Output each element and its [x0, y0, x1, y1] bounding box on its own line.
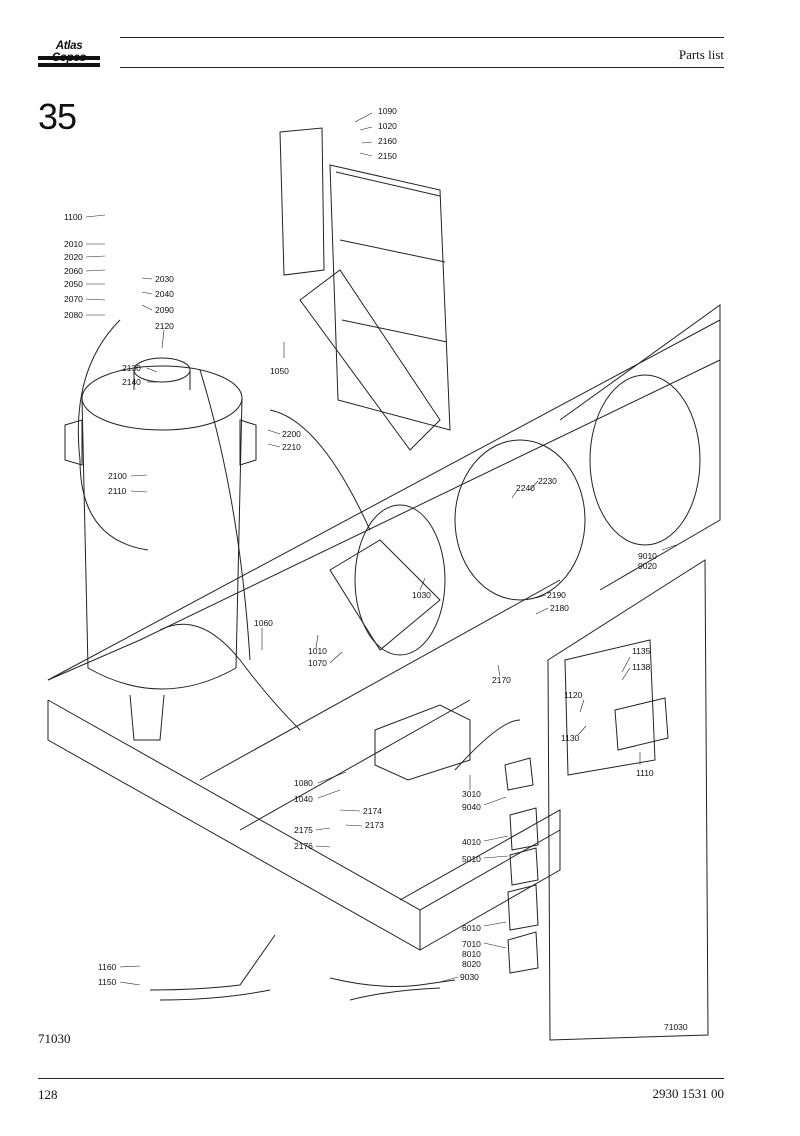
- callout: 5010: [462, 854, 481, 864]
- callout: 2190: [547, 590, 566, 600]
- callout: 3010: [462, 789, 481, 799]
- logo-bar-bottom: [38, 63, 100, 67]
- callout: 1040: [294, 794, 313, 804]
- callout: 2050: [64, 279, 83, 289]
- callout: 1030: [412, 590, 431, 600]
- callout: 2150: [378, 151, 397, 161]
- control-modules: [374, 704, 539, 974]
- footer-rule: [38, 1078, 724, 1079]
- callout: 9010: [638, 551, 657, 561]
- callout: 2174: [363, 806, 382, 816]
- figure-id: 71030: [38, 1031, 71, 1046]
- callout: 2030: [155, 274, 174, 284]
- callout: 2200: [282, 429, 301, 439]
- logo-bar-top: [38, 56, 100, 60]
- callout: 7010: [462, 939, 481, 949]
- wire-harnesses: [149, 934, 456, 1001]
- callout: 2090: [155, 305, 174, 315]
- atlas-copco-logo: Atlas Copco: [38, 40, 100, 68]
- callout: 2180: [550, 603, 569, 613]
- callout: 1150: [98, 977, 117, 987]
- callout: 2240: [516, 483, 535, 493]
- page-number: 128: [38, 1087, 58, 1102]
- callout: 2230: [538, 476, 557, 486]
- callout: 9020: [638, 561, 657, 571]
- cooler-assembly: [279, 127, 451, 451]
- compressor-element: [329, 304, 721, 656]
- callout: 6010: [462, 923, 481, 933]
- callout: 4010: [462, 837, 481, 847]
- section-number: 35: [38, 96, 77, 137]
- callout-labels: 1090 1020 2160 2150 1100 2010 2020 2060 …: [64, 106, 677, 987]
- page-title: Parts list: [678, 47, 724, 62]
- header-rule-bottom: [120, 67, 724, 68]
- callout: 1110: [636, 768, 654, 778]
- callout: 2010: [64, 239, 83, 249]
- callout: 1135: [632, 646, 651, 656]
- callout: 2173: [365, 820, 384, 830]
- callout: 1090: [378, 106, 397, 116]
- figure-id-inline: 71030: [664, 1022, 688, 1032]
- callout: 2040: [155, 289, 174, 299]
- callout: 1160: [98, 962, 117, 972]
- callout: 2100: [108, 471, 127, 481]
- callout: 1070: [308, 658, 327, 668]
- callout: 2176: [294, 841, 313, 851]
- callout: 2060: [64, 266, 83, 276]
- callout: 8010: [462, 949, 481, 959]
- callout: 2130: [122, 363, 141, 373]
- callout: 9030: [460, 972, 479, 982]
- callout: 2020: [64, 252, 83, 262]
- callout: 1020: [378, 121, 397, 131]
- callout: 2170: [492, 675, 511, 685]
- callout: 1060: [254, 618, 273, 628]
- callout: 9040: [462, 802, 481, 812]
- callout: 2070: [64, 294, 83, 304]
- callout: 2120: [155, 321, 174, 331]
- document-number: 2930 1531 00: [652, 1086, 725, 1101]
- cabinet-door: [547, 559, 709, 1041]
- separator-vessel: [64, 357, 257, 741]
- callout: 1050: [270, 366, 289, 376]
- callout: 1130: [561, 733, 580, 743]
- callout: 1010: [308, 646, 327, 656]
- callout: 2175: [294, 825, 313, 835]
- callout: 1100: [64, 212, 83, 222]
- callout: 2160: [378, 136, 397, 146]
- base-frame: [47, 319, 721, 951]
- callout: 1138: [632, 662, 651, 672]
- callout: 1080: [294, 778, 313, 788]
- callout: 2110: [108, 486, 127, 496]
- hoses-and-pipes: [77, 319, 521, 771]
- callout: 2140: [122, 377, 141, 387]
- callout: 2080: [64, 310, 83, 320]
- callout: 8020: [462, 959, 481, 969]
- callout: 2210: [282, 442, 301, 452]
- header-rule-top: [120, 37, 724, 38]
- callout: 1120: [564, 690, 583, 700]
